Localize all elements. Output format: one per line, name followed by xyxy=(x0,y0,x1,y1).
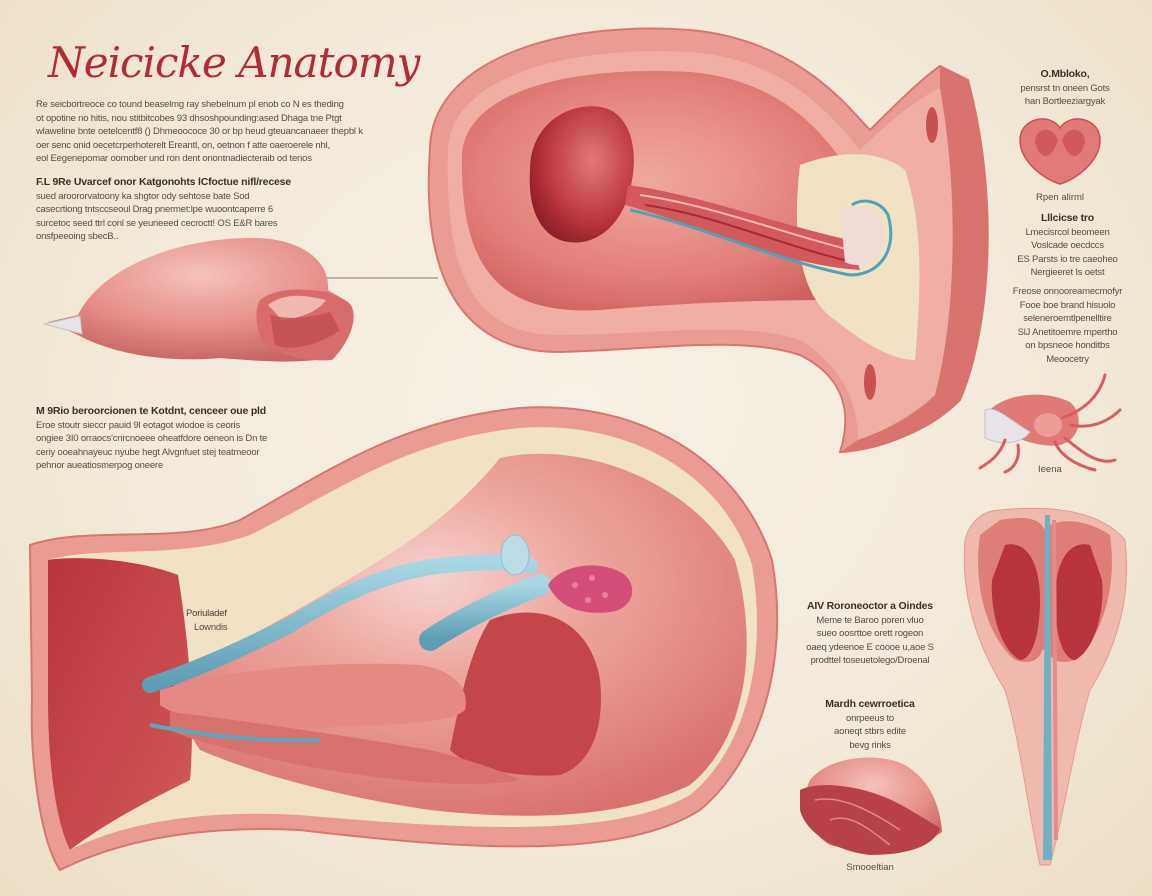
intro-paragraph: Re seicbortreoce co tound beaselmg ray s… xyxy=(36,98,376,166)
vessel-organ xyxy=(978,373,1122,474)
section2-block: M 9Rio beroorcionen te Kotdnt, cenceer o… xyxy=(36,405,316,473)
right-mid-line: Fooe boe brand hisuolo xyxy=(1019,299,1116,311)
right-mid-heading: Lllcicse tro xyxy=(1040,212,1095,224)
right-mid-line: ES Parsts io tre caeoheo xyxy=(1017,253,1118,265)
vessel-caption: Ieena xyxy=(1038,464,1062,475)
inner-label-line2: Lowndis xyxy=(194,621,228,633)
right-mid-line: Meoocetry xyxy=(1046,353,1089,365)
section1-block: F.L 9Re Uvarcef onor Katgonohts lCfoctue… xyxy=(36,176,336,244)
bottom-mid-caption: Smooeltian xyxy=(846,862,894,873)
section1-heading: F.L 9Re Uvarcef onor Katgonohts lCfoctue… xyxy=(36,176,291,188)
top-cross-section xyxy=(427,27,989,454)
topright-line: pensrst tn oneen Gots xyxy=(1020,82,1110,94)
top-right-organ xyxy=(1019,118,1101,185)
section1-line: casecrtiong tntsccseoul Drag pnermet:lpe… xyxy=(36,204,273,215)
right-low-heading: AIV Roroneoctor a Oindes xyxy=(807,600,933,612)
section1-line: surcetoc seed ttrl conl se yeuneeed cecr… xyxy=(36,217,278,229)
topright-caption: Rpen alirml xyxy=(1035,192,1085,203)
topright-line: han Bortleeziargyak xyxy=(1024,96,1106,107)
bottom-mid-line: bevg rinks xyxy=(849,739,891,751)
inner-label: Poriuladef Lowndis xyxy=(186,607,228,634)
page-title: Neicicke Anatomy xyxy=(48,38,420,87)
intro-line: Re seicbortreoce co tound beaselmg ray s… xyxy=(36,99,344,110)
section1-line: onsfpeeoing sbecB.. xyxy=(36,231,119,242)
inner-label-line1: Poriuladef xyxy=(186,608,227,619)
intro-line: eol Eegenepomar oomober und ron dent ono… xyxy=(36,153,312,164)
right-mid-line: Freose onnooreamecmofyr xyxy=(1012,286,1123,297)
bottom-cross-section xyxy=(28,406,779,872)
topright-block: O.Mbloko, pensrst tn oneen Gots han Bort… xyxy=(1000,68,1130,109)
left-organ xyxy=(43,237,354,362)
intro-line: oer senc onid oecetcrperhoterelt Ereantl… xyxy=(36,139,330,151)
section2-line: Eroe stoutr sieccr pauid 9l eotagot wiod… xyxy=(36,419,240,431)
right-low-block: AIV Roroneoctor a Oindes Meme te Baroo p… xyxy=(800,600,940,668)
bottom-mid-heading: Mardh cewrroetica xyxy=(825,698,915,710)
section2-line: ceriy ooeahnayeuc nyube hegt Alvgnfuet s… xyxy=(36,446,260,458)
right-mid-block: Lllcicse tro Lmecisrcol beomeen Voslcade… xyxy=(1005,212,1130,280)
right-low-line: prodttel toseuetolego/Droenal xyxy=(810,655,930,666)
section2-heading: M 9Rio beroorcionen te Kotdnt, cenceer o… xyxy=(36,405,266,417)
right-mid-line: Nergieeret Is oetst xyxy=(1030,267,1105,278)
intro-line: wlaweline bnte oetelcentf8 () Dhmeoococe… xyxy=(36,126,363,137)
right-low-line: Meme te Baroo poren vluo xyxy=(816,614,924,626)
right-mid-line: Voslcade oecdccs xyxy=(1031,240,1104,251)
right-mid-line: SlJ Anetitoemre rnpertho xyxy=(1017,326,1118,338)
section2-line: pehnor aueatiosmerpog oneere xyxy=(36,460,163,471)
right-low-line: sueo oosrttoe orett rogeon xyxy=(816,628,924,639)
bottom-mid-block: Mardh cewrroetica onrpeeus to aoneqt stb… xyxy=(800,698,940,752)
right-mid-block-2: Freose onnooreamecmofyr Fooe boe brand h… xyxy=(1000,285,1135,366)
right-mid-line: seleneroemtlpenelltire xyxy=(1023,313,1112,324)
intro-line: ot opotine no hitis, nou stitbitcobes 93… xyxy=(36,112,342,124)
bottom-small-organ xyxy=(800,757,942,855)
section1-line: sued aroororvatoony ka shgtor ody sehtos… xyxy=(36,190,250,202)
right-elongated-organ xyxy=(963,507,1128,866)
bottom-mid-line: onrpeeus to xyxy=(846,712,894,724)
right-mid-line: on bpsneoe honditbs xyxy=(1025,340,1110,351)
right-low-line: oaeq ydeenoe E coooe u,aoe S xyxy=(806,641,934,653)
section2-line: ongiee 3I0 orraocs'cnrcnoeee oheatfdore … xyxy=(36,433,268,444)
bottom-mid-line: aoneqt stbrs edite xyxy=(834,726,906,737)
right-mid-line: Lmecisrcol beomeen xyxy=(1025,226,1110,238)
topright-heading: O.Mbloko, xyxy=(1040,68,1090,80)
